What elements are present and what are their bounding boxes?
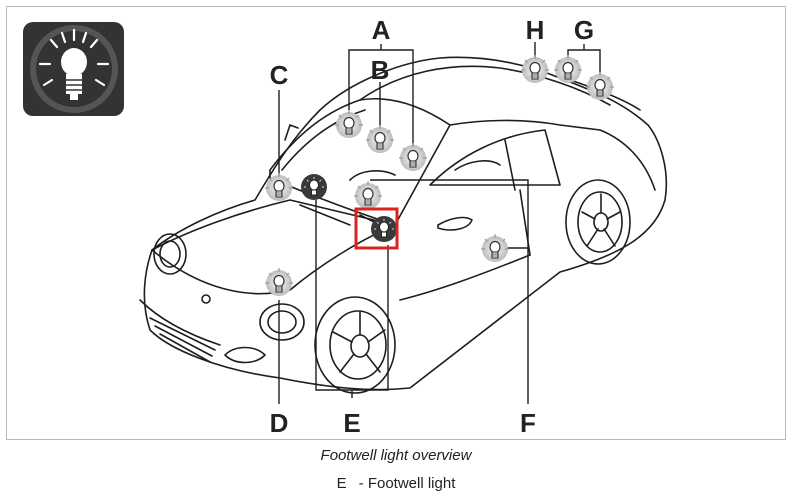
legend-text: - Footwell light: [358, 475, 456, 492]
legend-key: E: [336, 475, 347, 492]
figure-caption: Footwell light overview: [320, 447, 472, 464]
bulb-f-door-icon: [480, 233, 510, 263]
car-diagram: A B C H G D E F: [23, 15, 668, 438]
bulb-a-left-icon: [334, 109, 364, 139]
label-g: G: [574, 15, 594, 45]
label-d: D: [270, 408, 289, 438]
legend-row: E - Footwell light: [0, 475, 792, 492]
bulb-center-icon: [353, 180, 383, 210]
label-a: A: [372, 15, 391, 45]
bulb-d-icon: [264, 267, 294, 297]
label-b: B: [371, 55, 390, 85]
label-c: C: [270, 60, 289, 90]
car-outline: [139, 56, 668, 394]
bulb-footwell-icon: [370, 215, 398, 243]
label-f: F: [520, 408, 536, 438]
bulb-b-icon: [365, 124, 395, 154]
label-e: E: [343, 408, 360, 438]
callout-lines: [278, 42, 601, 404]
light-bulb-badge-icon: [23, 22, 124, 116]
bulb-dark-left-icon: [300, 173, 328, 201]
bulb-g-right-icon: [585, 71, 615, 101]
bulb-g-left-icon: [553, 54, 583, 84]
bulb-h-icon: [520, 54, 550, 84]
label-h: H: [526, 15, 545, 45]
bulb-a-right-icon: [398, 142, 428, 172]
footwell-highlight-box: [354, 207, 399, 250]
